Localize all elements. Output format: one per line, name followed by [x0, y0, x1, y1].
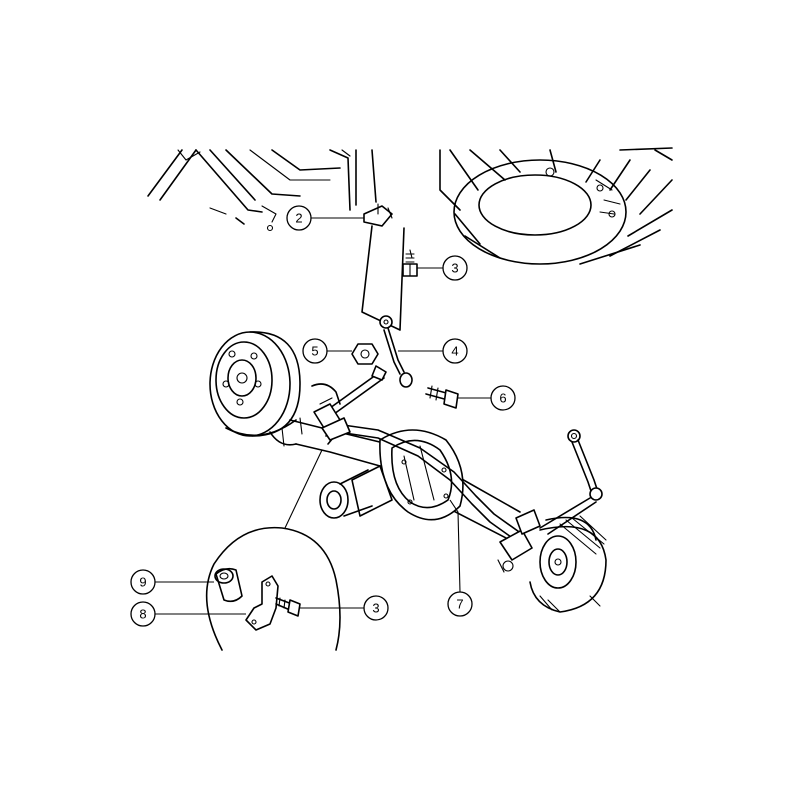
svg-text:8: 8 [139, 607, 146, 622]
callout-2: 2 [286, 205, 312, 231]
callout-4: 4 [442, 338, 468, 364]
callout-5: 5 [302, 338, 328, 364]
leader-lines [155, 217, 491, 615]
clamp-icon [245, 575, 279, 631]
bushing-icon [214, 567, 243, 603]
svg-text:7: 7 [456, 597, 463, 612]
svg-text:4: 4 [451, 344, 458, 359]
callout-3-top: 3 [442, 255, 468, 281]
right-brake-drum [529, 515, 607, 613]
callout-8: 8 [130, 601, 156, 627]
right-stabilizer-link [539, 429, 603, 535]
stabilizer-bar [325, 423, 541, 573]
svg-text:2: 2 [295, 211, 302, 226]
frame-background-left [147, 149, 341, 232]
frame-rail-center [329, 149, 377, 211]
left-brake-drum [209, 331, 301, 437]
svg-text:3: 3 [372, 601, 379, 616]
callout-3-detail: 3 [363, 595, 389, 621]
nut-icon [351, 343, 379, 365]
svg-text:3: 3 [451, 261, 458, 276]
bolt-6-icon [425, 385, 459, 409]
callout-9: 9 [130, 569, 156, 595]
callout-6: 6 [490, 385, 516, 411]
detail-view-circle [205, 449, 341, 651]
svg-text:9: 9 [139, 575, 146, 590]
differential [319, 429, 464, 521]
frame-bracket [361, 203, 405, 331]
callout-7: 7 [447, 591, 473, 617]
svg-text:6: 6 [499, 391, 506, 406]
stabilizer-link-left [313, 315, 413, 441]
svg-text:5: 5 [311, 344, 318, 359]
bolt-detail-icon [275, 597, 301, 617]
bolt-icon [402, 249, 418, 277]
spare-tire-background [439, 147, 673, 265]
